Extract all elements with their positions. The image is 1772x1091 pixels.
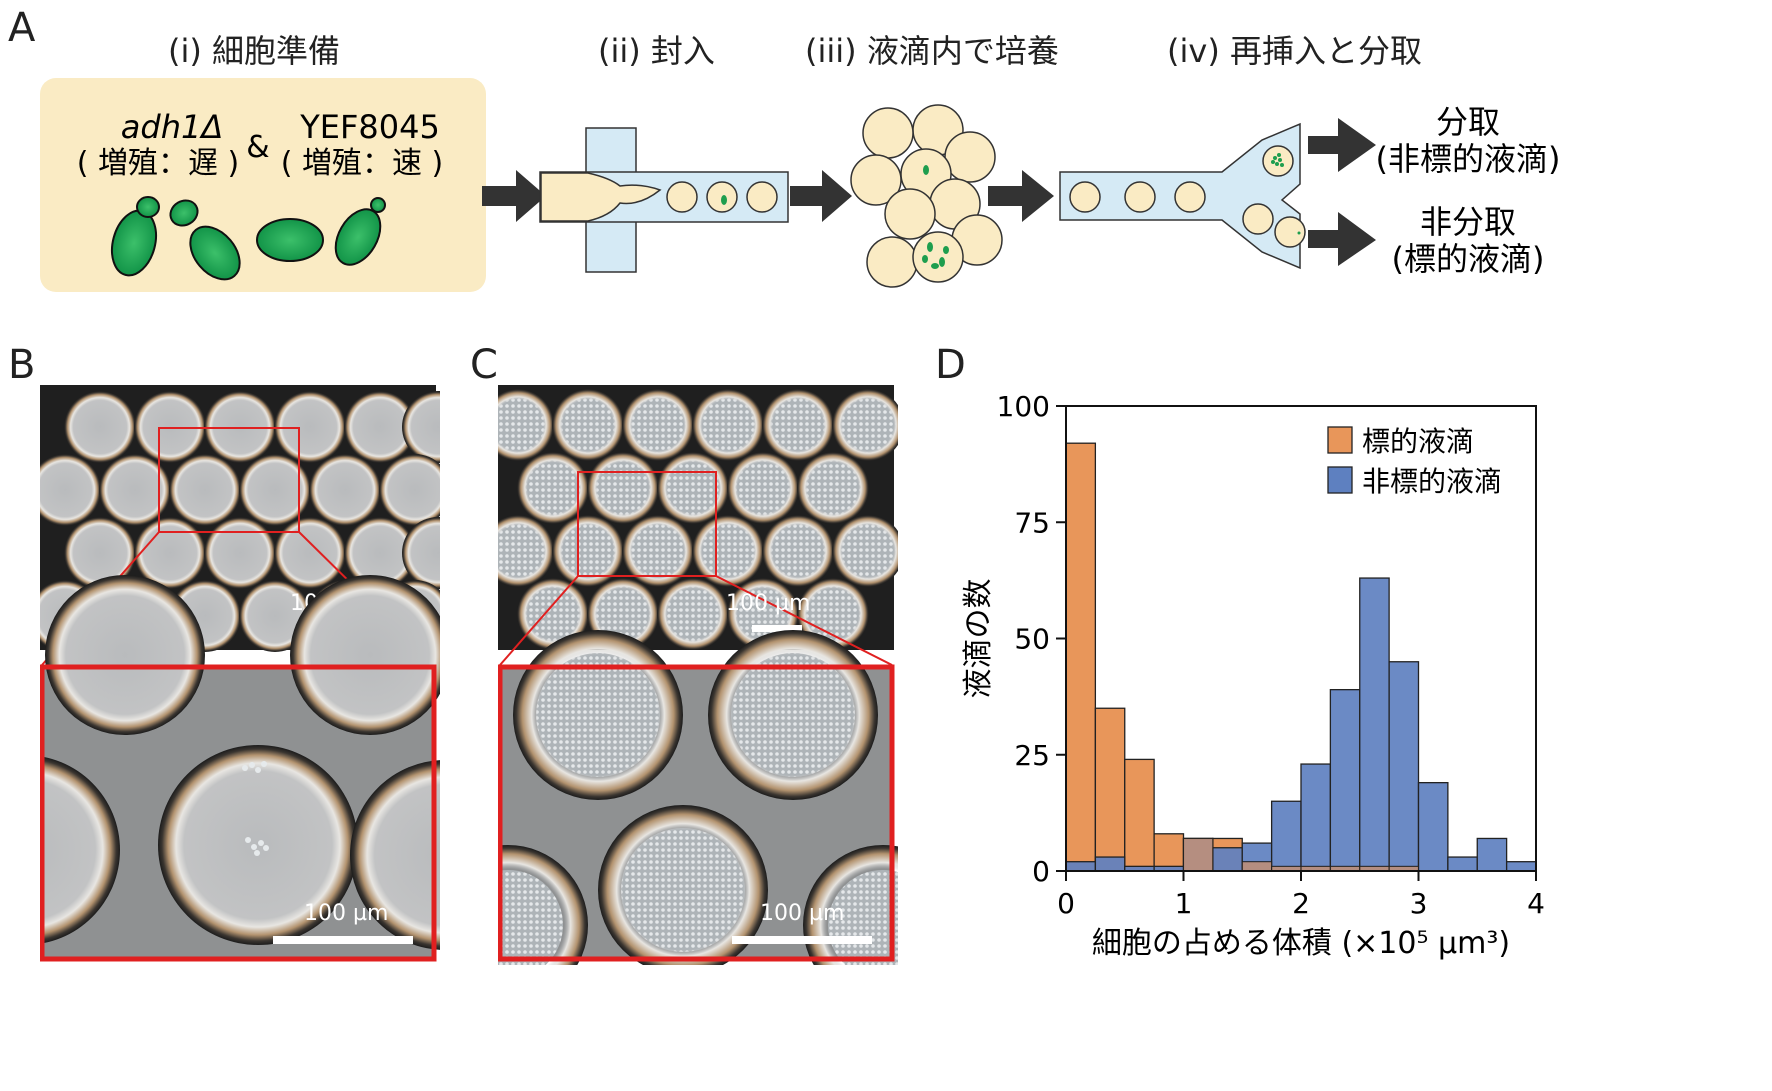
strain1-growth: ( 増殖：遅 ) bbox=[77, 146, 239, 181]
nosort-sublabel: (標的液滴) bbox=[1392, 240, 1545, 278]
histogram-bar-target-overlay bbox=[1183, 837, 1214, 872]
micrograph-c: 100 µm 100 µm bbox=[498, 385, 898, 965]
yeast-bud-icon bbox=[370, 197, 386, 213]
workflow-diagram: adh1Δ ( 増殖：遅 ) & YEF8045 ( 増殖：速 ) bbox=[40, 78, 1561, 292]
histogram-bar-nontarget bbox=[1094, 856, 1126, 872]
arrow-icon bbox=[1308, 118, 1376, 172]
x-tick-label: 4 bbox=[1527, 887, 1545, 920]
histogram-bar-target bbox=[1124, 758, 1155, 872]
ampersand: & bbox=[246, 130, 269, 165]
yeast-cell-icon bbox=[256, 218, 324, 262]
yeast-cell-icon bbox=[189, 225, 241, 281]
droplet-cluster bbox=[850, 104, 1003, 288]
histogram-bar-nontarget bbox=[1417, 781, 1449, 872]
y-tick-label: 100 bbox=[997, 390, 1050, 423]
strain1-name: adh1Δ bbox=[121, 108, 223, 146]
histogram-bar-nontarget bbox=[1359, 577, 1390, 872]
scalebar-label-bottom-c: 100 µm bbox=[760, 901, 844, 926]
t-junction-chip bbox=[539, 127, 789, 273]
y-axis-label: 液滴の数 bbox=[961, 579, 996, 699]
zoom-view-b bbox=[40, 575, 440, 962]
step-title-encapsulate: (ii) 封入 bbox=[598, 32, 715, 70]
y-tick-label: 25 bbox=[1014, 739, 1050, 772]
x-tick-label: 0 bbox=[1057, 887, 1075, 920]
histogram-bar-nontarget bbox=[1270, 800, 1302, 872]
histogram-bar-nontarget bbox=[1447, 856, 1478, 872]
step-title-prepare: (i) 細胞準備 bbox=[168, 32, 341, 70]
y-tick-label: 0 bbox=[1032, 855, 1050, 888]
y-junction-chip bbox=[1059, 122, 1306, 270]
histogram-bar-nontarget bbox=[1388, 661, 1420, 872]
y-tick-label: 75 bbox=[1014, 506, 1050, 539]
x-tick-label: 2 bbox=[1292, 887, 1310, 920]
histogram-bar-nontarget bbox=[1065, 861, 1097, 872]
histogram-bar-nontarget bbox=[1476, 837, 1508, 872]
nosort-label: 非分取 bbox=[1420, 203, 1516, 241]
strain2-growth: ( 増殖：速 ) bbox=[281, 146, 443, 181]
histogram-bar-nontarget bbox=[1212, 847, 1243, 872]
arrow-icon bbox=[790, 170, 852, 222]
panel-label-a: A bbox=[8, 5, 36, 51]
scalebar-bottom-c bbox=[732, 936, 872, 944]
histogram-bar-target bbox=[1065, 442, 1097, 872]
yeast-bud-icon bbox=[169, 199, 199, 227]
histogram-bar-target-overlay bbox=[1241, 861, 1273, 872]
arrow-icon bbox=[1308, 212, 1376, 266]
step-title-culture: (iii) 液滴内で培養 bbox=[805, 32, 1059, 70]
legend-swatch bbox=[1327, 426, 1353, 454]
histogram-bar-nontarget bbox=[1329, 688, 1361, 872]
panel-label-c: C bbox=[470, 342, 498, 388]
sort-label: 分取 bbox=[1436, 103, 1500, 141]
y-tick-label: 50 bbox=[1014, 623, 1050, 656]
scalebar-bottom-b bbox=[273, 936, 413, 944]
micrograph-b: 100 µm 100 µm bbox=[40, 385, 440, 962]
step-title-sort: (iv) 再挿入と分取 bbox=[1167, 32, 1422, 70]
scalebar-top-c bbox=[752, 625, 802, 632]
zoom-view-c bbox=[498, 630, 898, 965]
scalebar-label-bottom-b: 100 µm bbox=[304, 901, 388, 926]
histogram-bar-nontarget bbox=[1505, 861, 1537, 872]
arrow-icon bbox=[988, 170, 1054, 222]
panel-label-d: D bbox=[935, 342, 966, 388]
strain2-name: YEF8045 bbox=[299, 108, 440, 146]
zoom-region-c bbox=[577, 471, 717, 577]
droplet-grid-c bbox=[498, 389, 898, 650]
panel-label-b: B bbox=[8, 342, 36, 388]
x-tick-label: 3 bbox=[1410, 887, 1428, 920]
histogram-bar-target bbox=[1094, 707, 1126, 872]
histogram-bar-target bbox=[1153, 833, 1185, 872]
zoom-region-b bbox=[158, 427, 300, 533]
histogram-bar-nontarget bbox=[1300, 763, 1332, 872]
x-tick-label: 1 bbox=[1175, 887, 1193, 920]
legend-label: 標的液滴 bbox=[1362, 425, 1474, 458]
yeast-bud-icon bbox=[136, 196, 160, 218]
legend-swatch bbox=[1327, 466, 1353, 494]
arrow-icon bbox=[482, 170, 546, 222]
x-axis-label: 細胞の占める体積 (×10⁵ µm³) bbox=[1092, 926, 1510, 961]
sort-sublabel: (非標的液滴) bbox=[1376, 140, 1561, 178]
legend-label: 非標的液滴 bbox=[1362, 465, 1502, 498]
scalebar-label-top-c: 100 µm bbox=[726, 591, 810, 616]
